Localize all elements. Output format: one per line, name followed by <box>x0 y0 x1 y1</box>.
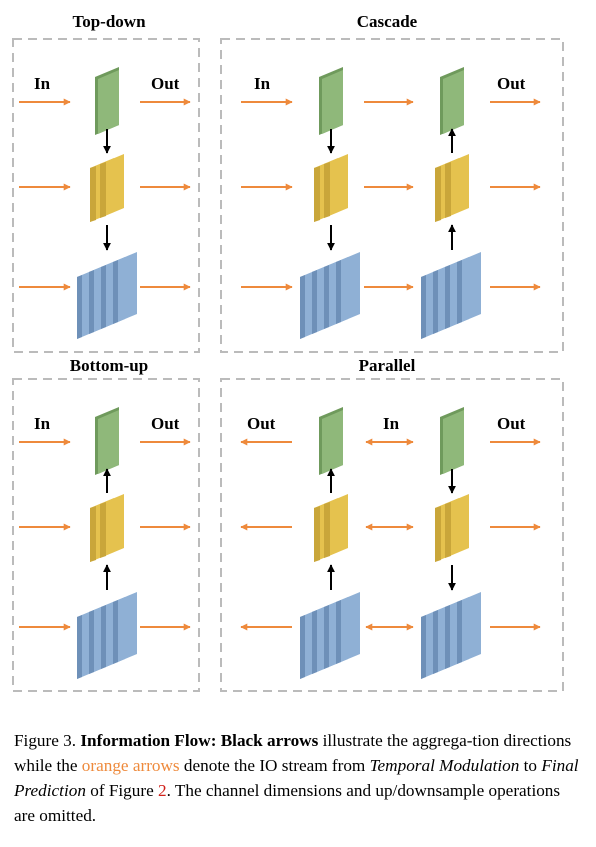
caption-text: illustrate the aggrega-tion directions w… <box>14 731 572 775</box>
panel-title-cascade: Cascade <box>357 12 418 31</box>
yellow-block <box>90 494 124 562</box>
green-block <box>95 407 119 475</box>
out-label: Out <box>151 74 180 93</box>
blue-block <box>77 252 137 339</box>
caption-final-prediction: Final Prediction <box>14 756 579 800</box>
blue-block <box>77 592 137 679</box>
caption-figure-number: Figure 3. <box>14 731 77 750</box>
panel-top-down: Top-down In Out <box>12 12 200 353</box>
out-label-left: Out <box>247 414 276 433</box>
yellow-block <box>314 154 348 222</box>
panel-border-parallel <box>220 378 564 692</box>
in-label: In <box>383 414 400 433</box>
panel-title-parallel: Parallel <box>359 356 416 375</box>
yellow-block <box>435 154 469 222</box>
panel-parallel: Parallel Out In Out <box>220 356 564 692</box>
information-flow-diagram: Top-down In Out Cascade In Out <box>12 12 564 692</box>
green-block <box>319 67 343 135</box>
blue-block <box>300 252 360 339</box>
green-block <box>440 407 464 475</box>
figure-caption: Figure 3. Information Flow: Black arrows… <box>14 728 584 828</box>
green-block <box>95 67 119 135</box>
yellow-block <box>314 494 348 562</box>
figure-reference-link[interactable]: 2 <box>158 781 167 800</box>
out-label: Out <box>497 74 526 93</box>
panel-cascade: Cascade In Out <box>220 12 564 353</box>
blue-block <box>421 592 481 679</box>
caption-temporal-modulation: Temporal Modulation <box>369 756 520 775</box>
in-label: In <box>34 414 51 433</box>
panel-border-top-down <box>12 38 200 353</box>
blue-block <box>421 252 481 339</box>
caption-text: of Figure <box>85 781 159 800</box>
caption-black-arrows: Black arrows <box>220 731 319 750</box>
panel-border-cascade <box>220 38 564 353</box>
panel-title-bottom-up: Bottom-up <box>70 356 148 375</box>
green-block <box>319 407 343 475</box>
panel-bottom-up: Bottom-up In Out <box>12 356 200 692</box>
out-label: Out <box>151 414 180 433</box>
blue-block <box>300 592 360 679</box>
in-label: In <box>254 74 271 93</box>
caption-text: . The channel dimensions and up/downsamp… <box>14 781 561 825</box>
caption-text: denote the IO stream from <box>179 756 370 775</box>
yellow-block <box>435 494 469 562</box>
caption-orange-arrows: orange arrows <box>81 756 180 775</box>
panel-title-top-down: Top-down <box>72 12 146 31</box>
caption-text: to <box>519 756 542 775</box>
panel-border-bottom-up <box>12 378 200 692</box>
green-block <box>440 67 464 135</box>
yellow-block <box>90 154 124 222</box>
out-label-right: Out <box>497 414 526 433</box>
caption-bold-title: Information Flow: <box>80 731 217 750</box>
in-label: In <box>34 74 51 93</box>
